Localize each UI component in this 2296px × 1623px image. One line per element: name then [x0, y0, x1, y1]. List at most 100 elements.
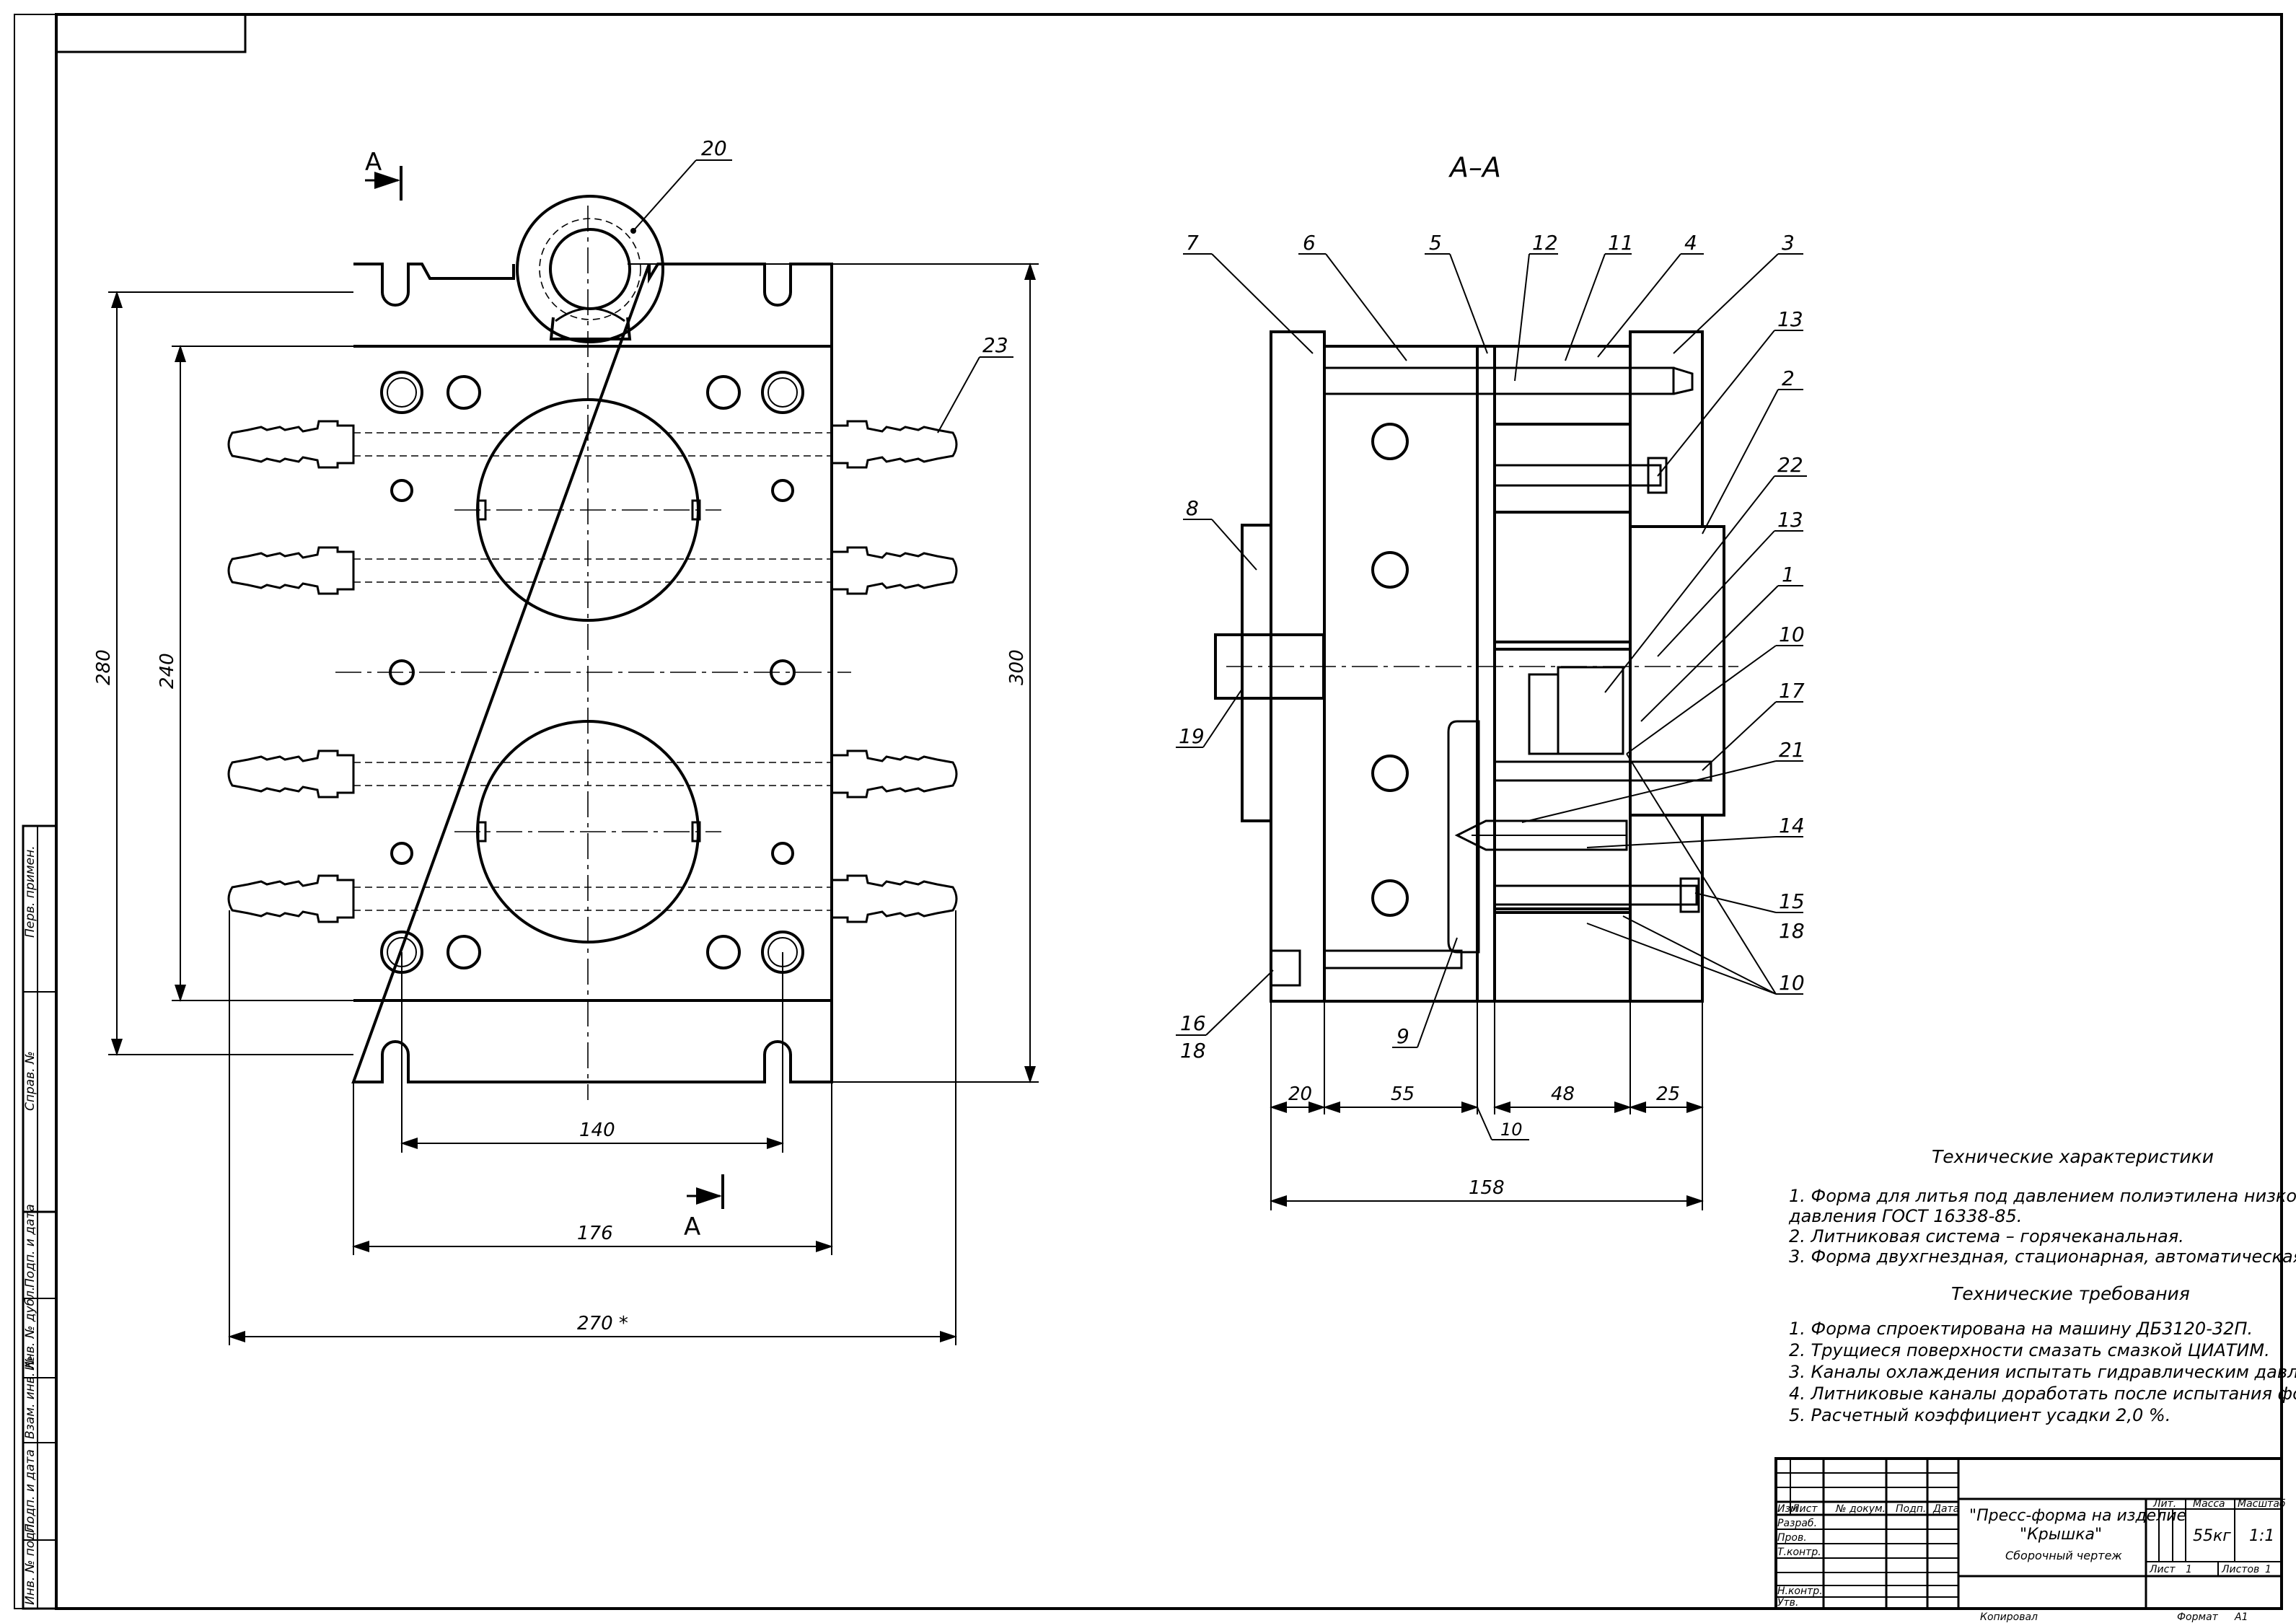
svg-text:20: 20 — [1288, 1083, 1312, 1105]
svg-text:Разраб.: Разраб. — [1777, 1518, 1817, 1529]
note-line: 3. Каналы охлаждения испытать гидравличе… — [1789, 1362, 2296, 1382]
svg-text:7: 7 — [1186, 231, 1199, 255]
svg-text:Копировал: Копировал — [1980, 1611, 2038, 1623]
svg-text:Пров.: Пров. — [1777, 1532, 1807, 1544]
stamp-label: Инв. № подл. — [23, 1521, 38, 1605]
requirements-title: Технические требования — [1951, 1283, 2190, 1304]
svg-text:Т.контр.: Т.контр. — [1777, 1547, 1821, 1558]
svg-text:16: 16 — [1180, 1011, 1206, 1035]
note-line: 1. Форма для литья под давлением полиэти… — [1789, 1186, 2296, 1206]
note-line: давления ГОСТ 16338-85. — [1788, 1206, 2022, 1226]
svg-text:1: 1 — [2186, 1564, 2192, 1575]
svg-text:6: 6 — [1303, 231, 1316, 255]
svg-text:176: 176 — [577, 1223, 613, 1244]
svg-text:23: 23 — [982, 333, 1008, 357]
svg-text:Лист: Лист — [2149, 1564, 2176, 1575]
svg-text:12: 12 — [1532, 231, 1558, 255]
svg-text:Дата: Дата — [1932, 1503, 1959, 1515]
note-line: 2. Трущиеся поверхности смазать смазкой … — [1789, 1340, 2270, 1360]
section-marker-top: A — [365, 148, 403, 201]
svg-text:А1: А1 — [2234, 1611, 2248, 1623]
svg-text:5: 5 — [1429, 231, 1442, 255]
drawing-title: "Пресс-форма на изделие — [1969, 1507, 2186, 1525]
stamp-label: Справ. № — [23, 1051, 38, 1111]
top-left-box — [55, 13, 247, 53]
svg-text:1:1: 1:1 — [2249, 1527, 2274, 1545]
svg-text:11: 11 — [1608, 231, 1634, 255]
svg-text:240: 240 — [157, 653, 178, 689]
inner-frame — [55, 13, 2283, 1610]
svg-text:15: 15 — [1779, 889, 1805, 913]
svg-text:9: 9 — [1396, 1024, 1409, 1048]
svg-text:18: 18 — [1779, 919, 1805, 943]
section-title: A–A — [1448, 151, 1501, 183]
drawing-title: "Крышка" — [2020, 1526, 2102, 1544]
section-callouts: 7 6 5 12 11 4 3 13 2 — [1176, 231, 1807, 1063]
svg-text:Утв.: Утв. — [1777, 1597, 1798, 1609]
svg-text:10: 10 — [1500, 1120, 1523, 1140]
svg-text:18: 18 — [1180, 1039, 1206, 1063]
plan-dimensions: 280 240 300 140 176 270 * — [93, 263, 1039, 1345]
technical-notes: Технические характеристики 1. Форма для … — [1788, 1146, 2296, 1425]
side-stamp: Перв. примен. Справ. № Подп. и дата Инв.… — [22, 824, 58, 1610]
stamp-label: Перв. примен. — [23, 845, 38, 938]
svg-text:Н.контр.: Н.контр. — [1777, 1585, 1823, 1597]
lifting-eye — [516, 195, 664, 343]
svg-text:4: 4 — [1684, 231, 1697, 255]
svg-text:19: 19 — [1179, 724, 1205, 748]
stamp-label: Взам. инв. № — [23, 1356, 38, 1439]
svg-text:Формат: Формат — [2177, 1611, 2219, 1623]
svg-text:17: 17 — [1779, 679, 1805, 703]
svg-text:300: 300 — [1006, 649, 1028, 685]
note-line: 2. Литниковая система – горячеканальная. — [1789, 1226, 2184, 1246]
svg-text:Подп.: Подп. — [1896, 1503, 1926, 1515]
svg-text:20: 20 — [701, 136, 727, 160]
plan-view: A A — [93, 136, 1039, 1345]
svg-text:8: 8 — [1186, 496, 1199, 520]
cooling-channels — [353, 432, 832, 911]
section-view: A–A — [1176, 151, 1807, 1210]
svg-text:14: 14 — [1779, 814, 1805, 837]
svg-text:2: 2 — [1782, 366, 1795, 390]
svg-text:Листов: Листов — [2221, 1564, 2259, 1575]
svg-text:Лист: Лист — [1791, 1503, 1818, 1515]
svg-text:13: 13 — [1777, 508, 1803, 532]
svg-text:270 *: 270 * — [577, 1313, 628, 1334]
svg-text:A: A — [365, 148, 382, 177]
svg-text:158: 158 — [1469, 1177, 1505, 1199]
title-block: Изм Лист № докум. Подп. Дата Разраб. Про… — [1774, 1457, 2286, 1623]
svg-text:55: 55 — [1391, 1083, 1415, 1105]
clamp-plate-outline — [351, 263, 833, 1083]
svg-text:140: 140 — [579, 1120, 615, 1141]
svg-text:25: 25 — [1656, 1083, 1680, 1105]
svg-text:22: 22 — [1777, 453, 1803, 477]
svg-text:Масштаб: Масштаб — [2238, 1498, 2286, 1510]
svg-text:Масса: Масса — [2193, 1498, 2225, 1510]
stamp-label: Подп. и дата — [23, 1204, 38, 1288]
stamp-label: Подп. и дата — [23, 1449, 38, 1533]
svg-text:Изм: Изм — [1777, 1503, 1798, 1515]
svg-text:10: 10 — [1779, 623, 1805, 646]
hose-fittings-left — [227, 420, 355, 923]
svg-text:48: 48 — [1551, 1083, 1575, 1105]
svg-text:1: 1 — [2265, 1564, 2271, 1575]
note-line: 1. Форма спроектирована на машину ДБ3120… — [1789, 1319, 2253, 1339]
callout-20: 20 — [630, 136, 732, 234]
note-line: 5. Расчетный коэффициент усадки 2,0 %. — [1789, 1405, 2170, 1425]
svg-text:1: 1 — [1782, 563, 1795, 586]
svg-text:10: 10 — [1779, 971, 1805, 995]
svg-text:Лит.: Лит. — [2152, 1498, 2176, 1510]
hose-fittings-right — [830, 420, 958, 923]
svg-text:55кг: 55кг — [2193, 1527, 2231, 1545]
svg-text:21: 21 — [1779, 738, 1805, 762]
section-marker-bottom: A — [684, 1174, 724, 1241]
stamp-label: Инв. № дубл. — [23, 1287, 38, 1371]
svg-text:№ докум.: № докум. — [1835, 1503, 1886, 1515]
note-line: 4. Литниковые каналы доработать после ис… — [1789, 1384, 2296, 1404]
svg-text:3: 3 — [1782, 231, 1795, 255]
note-line: 3. Форма двухгнездная, стационарная, авт… — [1789, 1246, 2296, 1267]
callout-23: 23 — [937, 333, 1013, 434]
doc-type: Сборочный чертеж — [2005, 1549, 2122, 1562]
section-dimensions: 20 55 48 25 10 158 — [1270, 1001, 1704, 1210]
